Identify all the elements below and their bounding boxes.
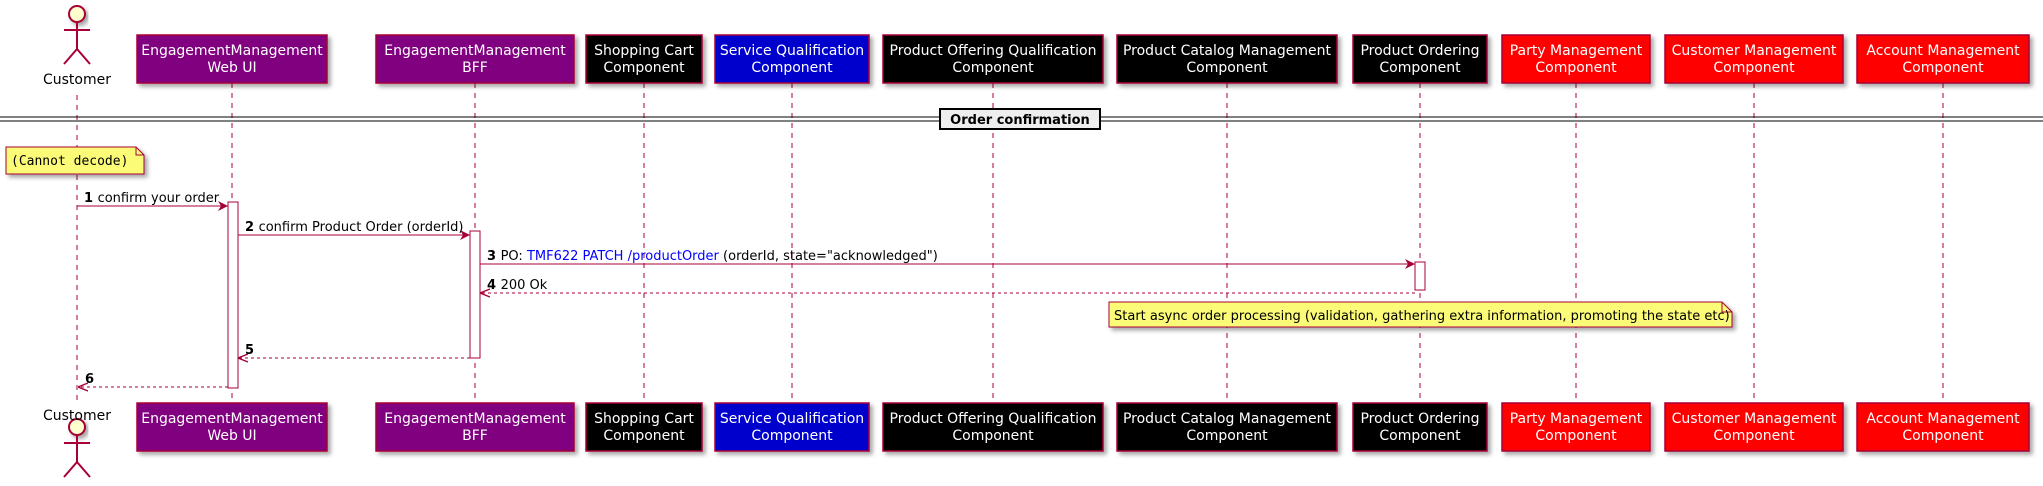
participant-label-line: Product Ordering (1360, 411, 1479, 427)
participant-label-line: Component (603, 428, 685, 444)
message-5: 5 (238, 343, 470, 358)
participant-label-line: Component (1186, 60, 1268, 76)
async-note-text: Start async order processing (validation… (1114, 309, 1730, 324)
participant-label-line: Shopping Cart (594, 43, 694, 59)
participant-label-line: EngagementManagement (141, 43, 323, 59)
section-divider: Order confirmation (0, 108, 2043, 130)
message-label: 6 (85, 372, 94, 387)
participant-label-line: EngagementManagement (384, 43, 566, 59)
actor-label: Customer (43, 72, 111, 88)
messages: 1 confirm your order 2 confirm Product Or… (77, 191, 1415, 387)
cannot-decode-note: (Cannot decode) (5, 146, 145, 175)
activation-po (1414, 261, 1426, 291)
message-6: 6 (78, 372, 228, 387)
message-label: 1 confirm your order (84, 191, 220, 206)
lifelines (76, 83, 1944, 405)
message-3: 3 PO: TMF622 PATCH /productOrder (orderI… (480, 249, 1415, 269)
message-label: 5 (245, 343, 254, 358)
message-2: 2 confirm Product Order (orderId) (238, 220, 470, 240)
participant-label-line: Customer Management (1672, 411, 1837, 427)
participant-label-line: Component (751, 60, 833, 76)
actor-customer-top: Customer (43, 5, 111, 88)
divider-label: Order confirmation (950, 113, 1090, 128)
participant-label-line: Account Management (1866, 43, 2020, 59)
participant-label-line: BFF (462, 428, 488, 444)
participant-label-line: Component (952, 428, 1034, 444)
participant-label-line: Party Management (1510, 411, 1643, 427)
actor-label: Customer (43, 408, 111, 424)
participant-label-line: Service Qualification (720, 411, 864, 427)
participant-label-line: Component (1379, 428, 1461, 444)
participant-label-line: Product Catalog Management (1123, 411, 1332, 427)
participant-label-line: Web UI (207, 60, 256, 76)
participant-label-line: Product Offering Qualification (890, 411, 1097, 427)
activation-ui (227, 201, 239, 389)
participant-label-line: Component (1379, 60, 1461, 76)
participant-label-line: Component (1186, 428, 1268, 444)
participant-label-line: Component (1902, 428, 1984, 444)
participant-label-line: Component (751, 428, 833, 444)
participant-label-line: Component (603, 60, 685, 76)
actor-customer-bottom: Customer (43, 408, 111, 478)
message-4: 4 200 Ok (480, 278, 1415, 293)
participant-label-line: EngagementManagement (384, 411, 566, 427)
activation-bff (469, 230, 481, 359)
participant-label-line: Product Catalog Management (1123, 43, 1332, 59)
message-1: 1 confirm your order (77, 191, 228, 211)
async-processing-note: Start async order processing (validation… (1108, 301, 1733, 328)
participant-label-line: Service Qualification (720, 43, 864, 59)
participant-label-line: Component (1713, 60, 1795, 76)
message-label: 4 200 Ok (487, 278, 548, 293)
participant-label-line: Account Management (1866, 411, 2020, 427)
participant-label-line: Component (1535, 60, 1617, 76)
participant-label-line: Party Management (1510, 43, 1643, 59)
participant-label-line: EngagementManagement (141, 411, 323, 427)
participant-label-line: Component (1902, 60, 1984, 76)
participant-label-line: BFF (462, 60, 488, 76)
participant-label-line: Product Ordering (1360, 43, 1479, 59)
message-label: 3 PO: TMF622 PATCH /productOrder (orderI… (487, 249, 938, 264)
message-label: 2 confirm Product Order (orderId) (245, 220, 463, 235)
participant-label-line: Component (1713, 428, 1795, 444)
participant-label-line: Web UI (207, 428, 256, 444)
participant-label-line: Product Offering Qualification (890, 43, 1097, 59)
cannot-decode-text: (Cannot decode) (11, 154, 128, 169)
participant-label-line: Customer Management (1672, 43, 1837, 59)
participant-label-line: Component (952, 60, 1034, 76)
participant-label-line: Component (1535, 428, 1617, 444)
participant-label-line: Shopping Cart (594, 411, 694, 427)
